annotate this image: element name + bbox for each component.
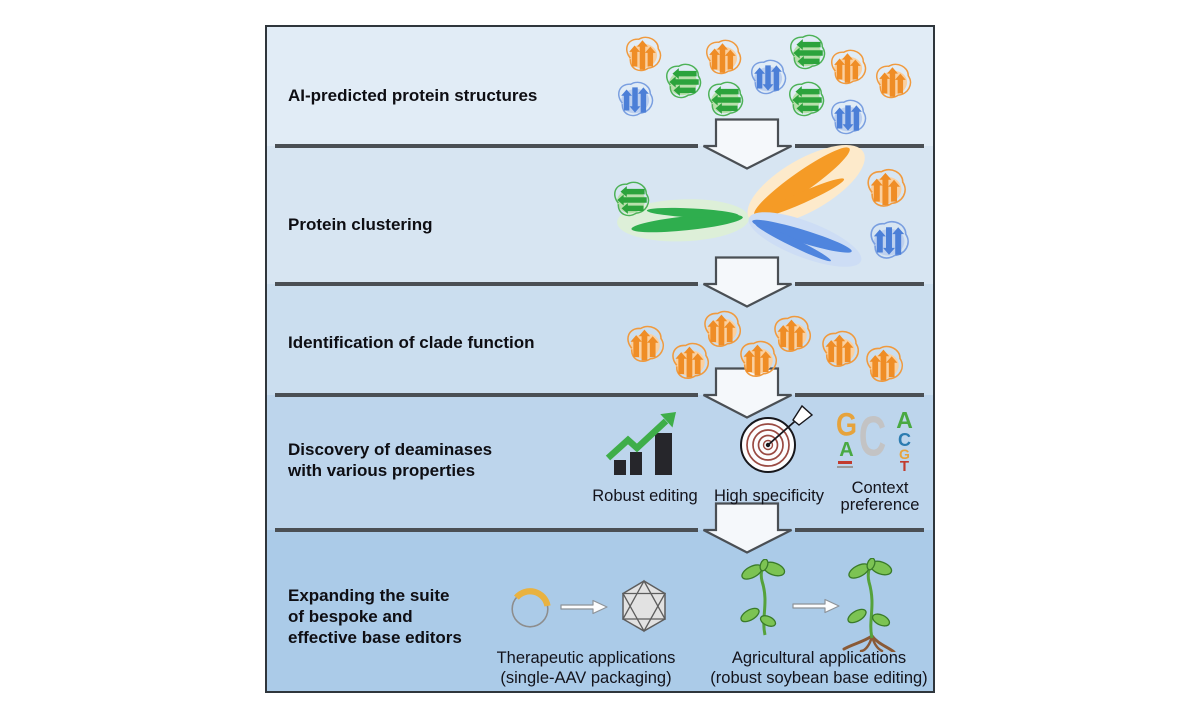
cluster-plot-icon: [617, 145, 865, 267]
protein-structure-icon: [830, 49, 867, 85]
aav-capsid-icon: [621, 579, 667, 633]
logo-letter: T: [899, 458, 909, 475]
right-arrow-icon: [792, 598, 840, 614]
protein-structure-icon: [867, 168, 906, 208]
divider-line: [275, 144, 698, 148]
divider-line: [275, 528, 698, 532]
caption-agricultural: Agricultural applications (robust soybea…: [699, 648, 939, 688]
caption-robust-editing: Robust editing: [592, 487, 698, 505]
seedling-icon: [740, 559, 786, 636]
bar-chart-trend-icon: [605, 412, 676, 475]
caption-therapeutic-line1: Therapeutic applications: [496, 649, 676, 667]
row4-label-line1: Discovery of deaminases: [288, 440, 493, 459]
protein-structure-icon: [788, 81, 825, 117]
divider-line: [795, 393, 924, 397]
logo-letter: A: [839, 439, 853, 461]
target-dart-icon: [740, 404, 814, 473]
row4-label: Discovery of deaminases with various pro…: [288, 440, 492, 481]
row-clade-function: [267, 284, 933, 395]
sequence-logo-icon: G A C A C G T: [833, 406, 925, 483]
row3-label: Identification of clade function: [288, 333, 535, 352]
divider-line: [275, 282, 698, 286]
row4-label-line2: with various properties: [288, 460, 476, 480]
divider-line: [275, 393, 698, 397]
logo-letter: A: [896, 407, 913, 433]
row5-label-line1: Expanding the suite: [288, 586, 450, 605]
caption-agricultural-line2: (robust soybean base editing): [710, 669, 928, 687]
pipeline-figure: AI-predicted protein structures Protein …: [265, 25, 935, 693]
protein-structure-icon: [665, 63, 702, 99]
protein-structure-icon: [789, 34, 826, 70]
protein-structure-icon: [707, 81, 744, 117]
logo-letter: C: [858, 406, 886, 469]
row2-label: Protein clustering: [288, 215, 433, 234]
caption-context-preference: Context preference: [820, 480, 940, 513]
divider-line: [795, 528, 924, 532]
logo-letter: G: [835, 406, 857, 443]
row1-label: AI-predicted protein structures: [288, 86, 538, 105]
caption-context-line2: preference: [840, 495, 920, 514]
soybean-plant-icon: [842, 558, 896, 652]
row-deaminase-discovery: [267, 395, 933, 530]
logo-minor-base: [837, 466, 853, 468]
protein-structure-icon: [750, 59, 787, 95]
protein-structure-icon: [870, 220, 909, 260]
caption-high-specificity: High specificity: [713, 487, 825, 505]
divider-line: [795, 282, 924, 286]
right-arrow-icon: [560, 599, 608, 615]
protein-structure-icon: [613, 181, 650, 217]
protein-structure-icon: [627, 325, 665, 363]
row5-label-line3: effective base editors: [288, 628, 462, 647]
logo-letter: G: [899, 446, 910, 462]
logo-minor-base: [838, 461, 852, 464]
protein-structure-icon: [625, 36, 662, 72]
row5-label-line2: of bespoke and: [288, 607, 413, 626]
row5-label: Expanding the suite of bespoke and effec…: [288, 585, 462, 648]
caption-therapeutic: Therapeutic applications (single-AAV pac…: [476, 648, 696, 688]
protein-structure-icon: [617, 81, 654, 117]
protein-structure-icon: [705, 39, 742, 75]
protein-structure-icon: [866, 345, 904, 383]
logo-letter: C: [898, 430, 911, 450]
protein-structure-icon: [822, 330, 860, 368]
divider-line: [795, 144, 924, 148]
protein-structure-icon: [875, 63, 912, 99]
caption-therapeutic-line2: (single-AAV packaging): [500, 669, 672, 687]
down-arrow-icon: [703, 502, 793, 554]
caption-context-line1: Context: [851, 479, 909, 497]
plasmid-icon: [511, 588, 551, 628]
protein-structure-icon: [830, 99, 867, 135]
caption-agricultural-line1: Agricultural applications: [731, 649, 907, 667]
protein-structure-icon: [774, 315, 812, 353]
